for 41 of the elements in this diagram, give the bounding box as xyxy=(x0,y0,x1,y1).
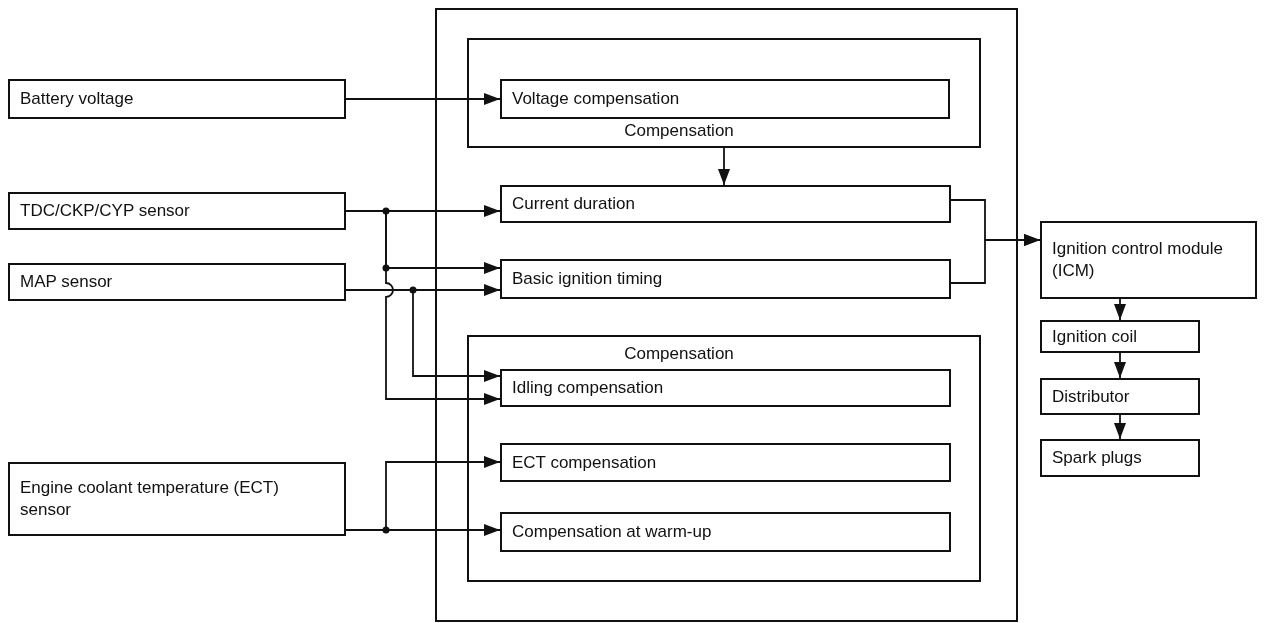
box-label: Compensation at warm-up xyxy=(512,521,712,543)
process-box xyxy=(500,512,951,552)
process-box xyxy=(8,462,346,536)
process-box xyxy=(500,443,951,482)
process-box xyxy=(500,79,950,119)
arrow xyxy=(345,524,501,536)
outer-frame xyxy=(435,8,1018,622)
process-box xyxy=(500,185,951,223)
box-label: TDC/CKP/CYP sensor xyxy=(20,200,190,222)
box-label: Ignition coil xyxy=(1052,325,1138,348)
group-box xyxy=(467,335,981,582)
box-label: ECT compensation xyxy=(512,451,657,474)
process-box xyxy=(8,263,346,301)
process-box xyxy=(8,79,346,119)
process-box xyxy=(500,259,951,299)
box-label: Battery voltage xyxy=(20,88,134,110)
arrow xyxy=(345,93,501,105)
box-label: Engine coolant temperature (ECT) sensor xyxy=(20,477,280,521)
process-box xyxy=(500,369,951,407)
arrow xyxy=(1114,414,1126,440)
process-box xyxy=(1040,439,1200,477)
box-label: Distributor xyxy=(1052,385,1130,408)
arrow xyxy=(1114,352,1126,379)
arrow xyxy=(1114,298,1126,321)
box-label: MAP sensor xyxy=(20,271,113,293)
arrow xyxy=(345,289,501,382)
process-box xyxy=(1040,378,1200,415)
box-label: Current duration xyxy=(512,193,635,215)
process-box xyxy=(8,192,346,230)
box-label: Voltage compensation xyxy=(512,88,680,110)
process-box xyxy=(1040,221,1257,299)
arrow xyxy=(345,210,501,405)
box-label: Basic ignition timing xyxy=(512,268,663,290)
group-box xyxy=(467,38,981,148)
process-box xyxy=(1040,320,1200,353)
group-label: Compensation xyxy=(623,120,735,142)
box-label: Spark plugs xyxy=(1052,447,1142,469)
group-label: Compensation xyxy=(623,343,735,365)
box-label: Ignition control module (ICM) xyxy=(1052,238,1225,282)
box-label: Idling compensation xyxy=(512,377,664,399)
arrow xyxy=(718,147,730,186)
